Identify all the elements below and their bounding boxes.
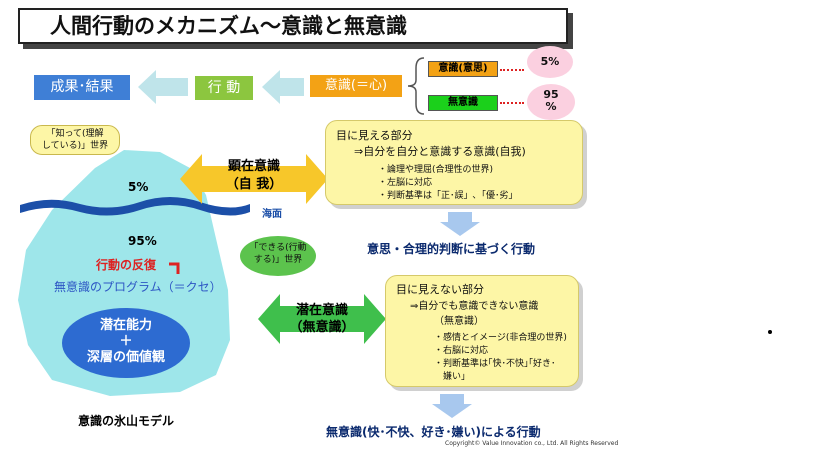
stray-dot bbox=[768, 330, 772, 334]
dotted-connector bbox=[500, 69, 524, 71]
latent-bullet: ・感情とイメージ(非合理の世界) bbox=[434, 333, 567, 343]
double-arrow-icon bbox=[180, 154, 328, 204]
down-arrow-icon bbox=[440, 212, 480, 236]
manifest-panel: 目に見える部分 ⇒自分を自分と意識する意識(自我) ・論理や理屈(合理性の世界)… bbox=[325, 120, 583, 205]
latent-bullet: 嫌い｣ bbox=[434, 372, 466, 382]
conscious-label: 意識(意思) bbox=[428, 61, 498, 77]
sea-label: 海面 bbox=[262, 209, 282, 220]
manifest-sub: ⇒自分を自分と意識する意識(自我) bbox=[354, 145, 526, 158]
latent-sub2: （無意識） bbox=[434, 316, 484, 327]
copyright: Copyright© Value Innovation co., Ltd. Al… bbox=[445, 440, 619, 447]
down-arrow-icon bbox=[432, 394, 472, 418]
left-arrow-icon bbox=[138, 70, 188, 104]
manifest-line2: （自 我） bbox=[225, 177, 283, 192]
latent-arrow-label: 潜在意識 （無意識） bbox=[278, 302, 366, 336]
manifest-title: 目に見える部分 bbox=[336, 129, 413, 142]
manifest-arrow-label: 顕在意識 （自 我） bbox=[210, 158, 298, 194]
conscious-pct-cloud: 5% bbox=[527, 46, 573, 78]
core-ellipse: 潜在能力 ＋ 深層の価値観 bbox=[62, 308, 190, 378]
consciousness-box: 意識(＝心) bbox=[310, 75, 402, 97]
latent-result: 無意識(快･不快、好き･嫌い)による行動 bbox=[326, 425, 541, 439]
latent-line1: 潜在意識 bbox=[295, 303, 348, 318]
manifest-result: 意思・合理的判断に基づく行動 bbox=[367, 242, 536, 256]
model-label: 意識の氷山モデル bbox=[78, 414, 175, 428]
known-world-callout: 「知って(理解 している)」世界 bbox=[30, 125, 120, 155]
latent-bullet: ・判断基準は｢快･不快｣｢好き･ bbox=[434, 359, 556, 369]
manifest-line1: 顕在意識 bbox=[227, 159, 280, 174]
latent-bullet: ・右脳に対応 bbox=[434, 346, 489, 356]
body-pct: 95% bbox=[128, 234, 157, 248]
dotted-connector bbox=[500, 102, 524, 104]
manifest-bullet: ・左脳に対応 bbox=[378, 178, 433, 188]
latent-title: 目に見えない部分 bbox=[396, 283, 484, 296]
core-line2: 深層の価値観 bbox=[86, 350, 165, 365]
core-line1: 潜在能力 bbox=[99, 318, 152, 333]
program-label: 無意識のプログラム（＝クセ） bbox=[54, 280, 222, 294]
latent-sub: ⇒自分でも意識できない意識 bbox=[410, 301, 539, 312]
left-arrow-icon bbox=[262, 70, 304, 104]
can-world-callout: 「できる(行動 する)」世界 bbox=[240, 236, 316, 276]
unconscious-pct-cloud: 95 % bbox=[527, 84, 575, 120]
tip-pct: 5% bbox=[128, 180, 149, 194]
brace-icon bbox=[407, 57, 425, 115]
latent-line2: （無意識） bbox=[289, 320, 355, 335]
red-corner-arrow-icon bbox=[169, 262, 180, 274]
manifest-bullet: ・論理や理屈(合理性の世界) bbox=[378, 165, 494, 175]
latent-panel: 目に見えない部分 ⇒自分でも意識できない意識 （無意識） ・感情とイメージ(非合… bbox=[385, 275, 579, 387]
unconscious-label: 無意識 bbox=[428, 95, 498, 111]
page-title: 人間行動のメカニズム〜意識と無意識 bbox=[18, 8, 568, 44]
core-plus: ＋ bbox=[119, 334, 133, 349]
double-arrow-icon bbox=[258, 294, 386, 344]
result-box: 成果･結果 bbox=[34, 75, 130, 100]
repeat-label: 行動の反復 bbox=[96, 258, 157, 272]
action-box: 行 動 bbox=[195, 76, 253, 100]
manifest-bullet: ・判断基準は「正･誤」､「優･劣」 bbox=[378, 191, 518, 201]
